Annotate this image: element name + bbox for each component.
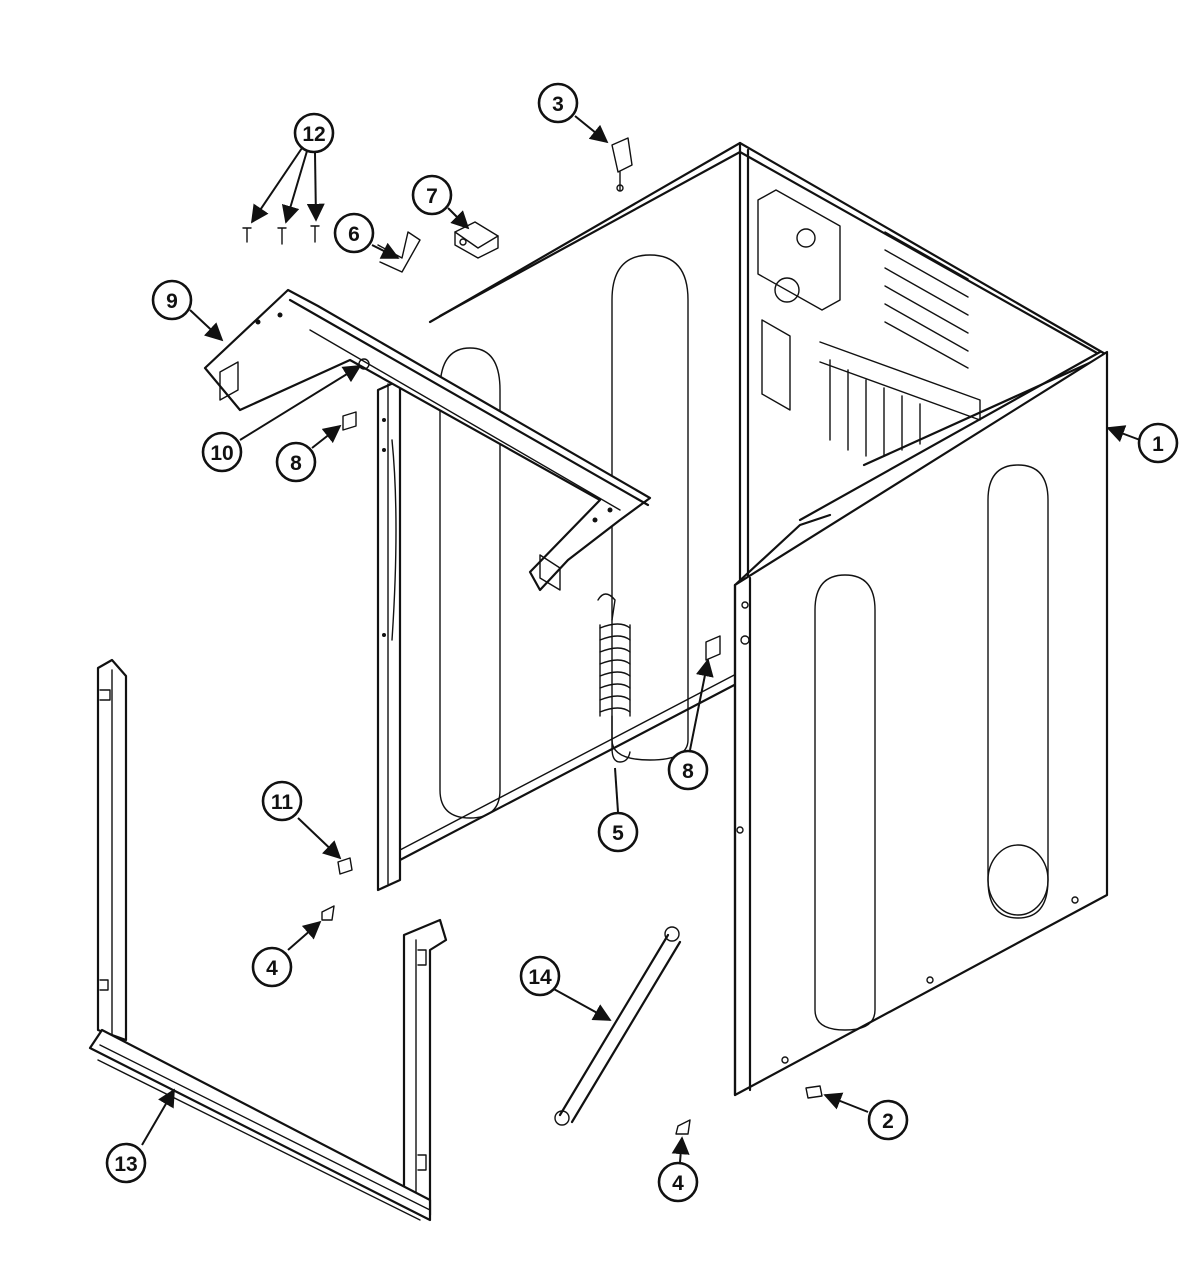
svg-text:11: 11: [271, 791, 294, 814]
callout-2: 2: [823, 1092, 909, 1141]
cabinet-left-front-post: [376, 378, 402, 892]
svg-text:2: 2: [882, 1110, 894, 1133]
clip-part-3: [611, 137, 633, 192]
svg-text:4: 4: [266, 957, 278, 980]
bracket-part-7: [454, 221, 499, 259]
spring-part-5: [597, 593, 631, 763]
svg-text:12: 12: [302, 123, 325, 146]
callout-8-left: 8: [275, 424, 342, 483]
screws-part-12: [242, 225, 320, 245]
svg-text:14: 14: [528, 966, 552, 989]
screw-part-4: [321, 905, 691, 1135]
svg-text:7: 7: [426, 185, 438, 208]
callout-4-bottom: 4: [657, 1136, 699, 1203]
rod-part-14: [554, 926, 682, 1126]
svg-text:3: 3: [552, 93, 564, 116]
svg-text:4: 4: [672, 1172, 684, 1195]
callout-6: 6: [333, 212, 400, 259]
callout-11: 11: [261, 780, 342, 860]
callout-9: 9: [151, 279, 224, 342]
svg-text:8: 8: [290, 452, 302, 475]
bottom-frame-part: [88, 658, 448, 1222]
callout-8-right: 8: [667, 658, 714, 791]
svg-text:10: 10: [210, 442, 233, 465]
callout-3: 3: [537, 82, 609, 144]
cabinet-right-side-panel: [733, 350, 1109, 1097]
svg-text:5: 5: [612, 822, 624, 845]
callout-1: 1: [1106, 422, 1179, 464]
callout-7: 7: [411, 174, 470, 230]
callout-14: 14: [519, 955, 612, 1021]
clip-part-8: [342, 411, 721, 661]
svg-text:8: 8: [682, 760, 694, 783]
svg-text:6: 6: [348, 223, 360, 246]
callout-13: 13: [105, 1088, 175, 1184]
svg-text:13: 13: [114, 1153, 137, 1176]
clip-part-11: [337, 857, 353, 875]
cabinet-part: [398, 141, 1109, 862]
screw-part-2: [805, 1085, 823, 1099]
callout-12: 12: [250, 112, 335, 224]
clip-part-10: [358, 358, 370, 370]
svg-text:9: 9: [166, 290, 178, 313]
svg-text:1: 1: [1152, 433, 1164, 456]
callout-4-left: 4: [251, 920, 322, 988]
callout-10: 10: [201, 365, 362, 473]
top-brace-part: [203, 288, 652, 592]
callout-5: 5: [597, 767, 639, 853]
